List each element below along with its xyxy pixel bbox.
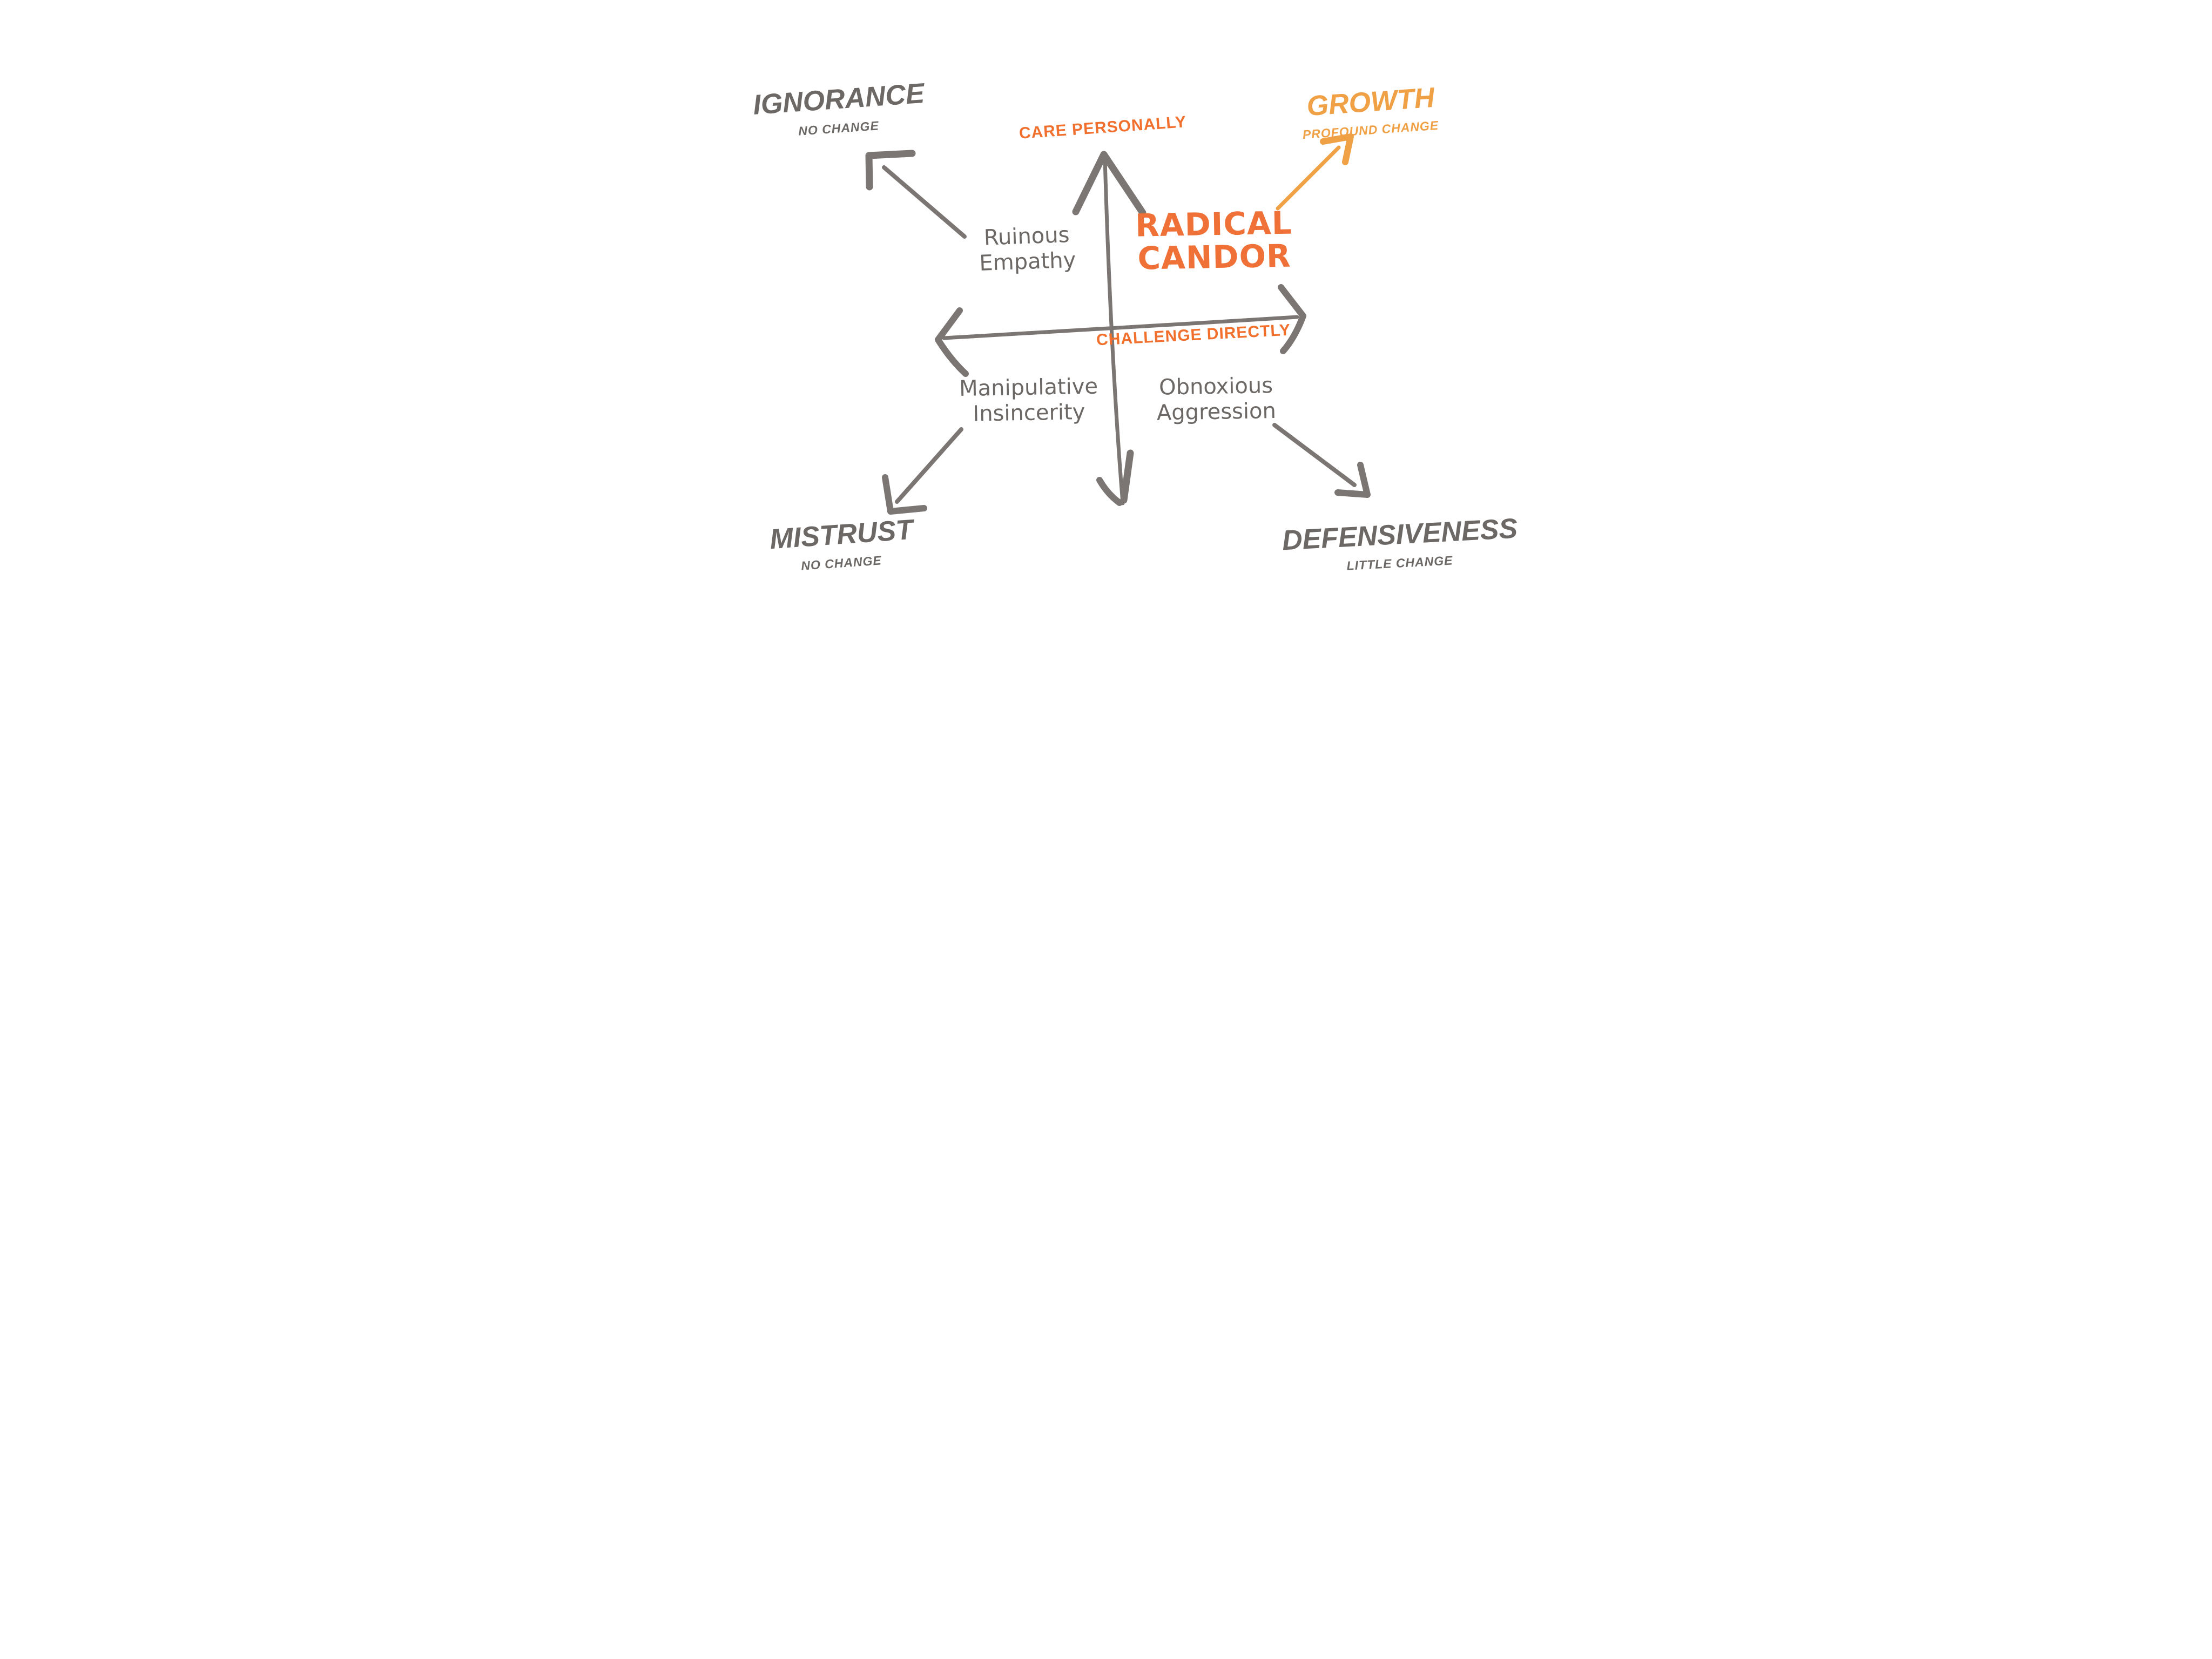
radical-candor-line1: RADICAL	[1135, 204, 1293, 244]
arrow-layer	[865, 133, 1371, 515]
ruinous-empathy-line2: Empathy	[979, 247, 1076, 276]
manipulative-insincerity-line2: Insincerity	[973, 400, 1085, 427]
quadrant-radical-candor: RADICAL CANDOR	[1135, 204, 1293, 277]
manipulative-insincerity-line1: Manipulative	[959, 374, 1098, 402]
quadrant-ruinous-empathy: Ruinous Empathy	[978, 222, 1076, 277]
radical-candor-line2: CANDOR	[1137, 237, 1292, 277]
quadrant-obnoxious-aggression: Obnoxious Aggression	[1156, 373, 1277, 426]
growth-arrow	[1276, 133, 1354, 211]
radical-candor-diagram: IGNORANCE NO CHANGE CARE PERSONALLY GROW…	[691, 0, 1521, 622]
ruinous-empathy-line1: Ruinous	[983, 222, 1070, 251]
obnoxious-aggression-line1: Obnoxious	[1158, 373, 1273, 400]
ignorance-arrow	[865, 150, 967, 239]
defensiveness-arrow	[1272, 423, 1371, 498]
mistrust-arrow	[882, 427, 963, 515]
obnoxious-aggression-line2: Aggression	[1156, 399, 1277, 426]
quadrant-manipulative-insincerity: Manipulative Insincerity	[959, 374, 1099, 428]
horizontal-axis-arrow	[935, 284, 1306, 377]
